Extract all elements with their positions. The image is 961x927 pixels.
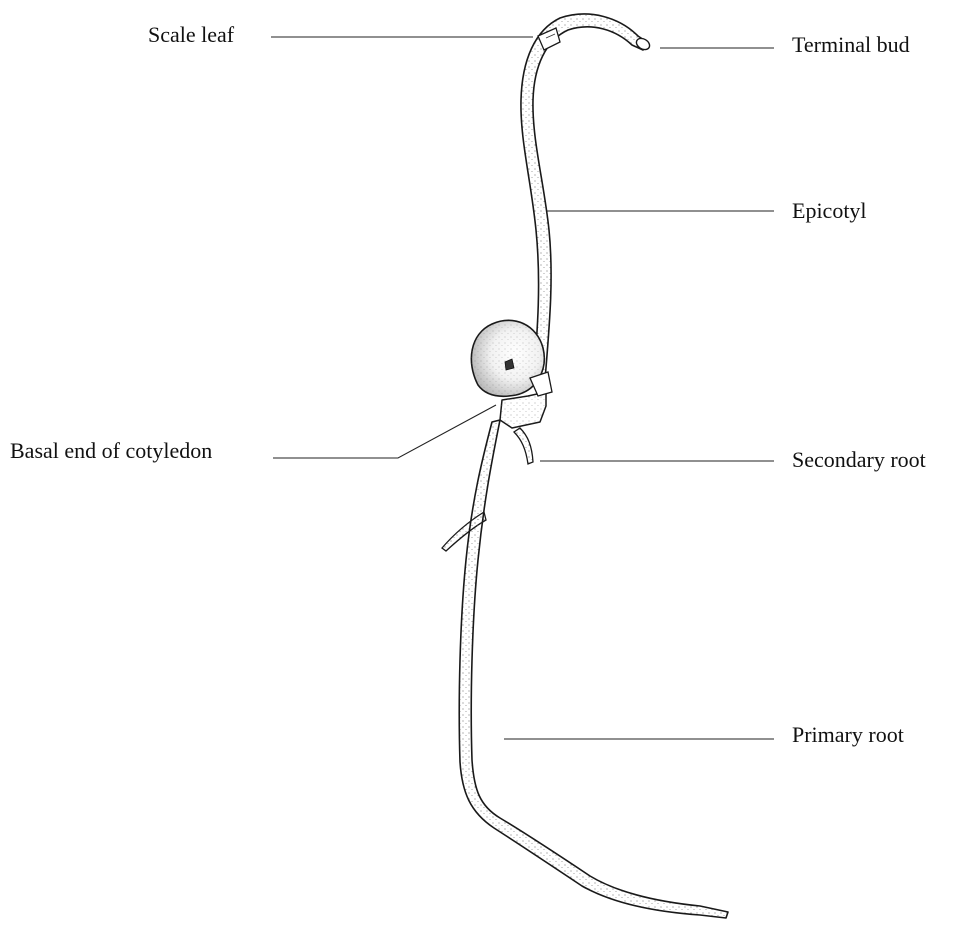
- leader-basal-end: [273, 405, 496, 458]
- label-primary-root: Primary root: [792, 724, 904, 746]
- label-terminal-bud: Terminal bud: [792, 34, 910, 56]
- label-secondary-root: Secondary root: [792, 449, 926, 471]
- secondary-root-right: [514, 428, 533, 464]
- label-epicotyl: Epicotyl: [792, 200, 867, 222]
- epicotyl-stem: [521, 14, 652, 380]
- label-basal-end-of-cotyledon: Basal end of cotyledon: [10, 440, 212, 462]
- label-scale-leaf: Scale leaf: [148, 24, 234, 46]
- primary-root: [459, 420, 728, 918]
